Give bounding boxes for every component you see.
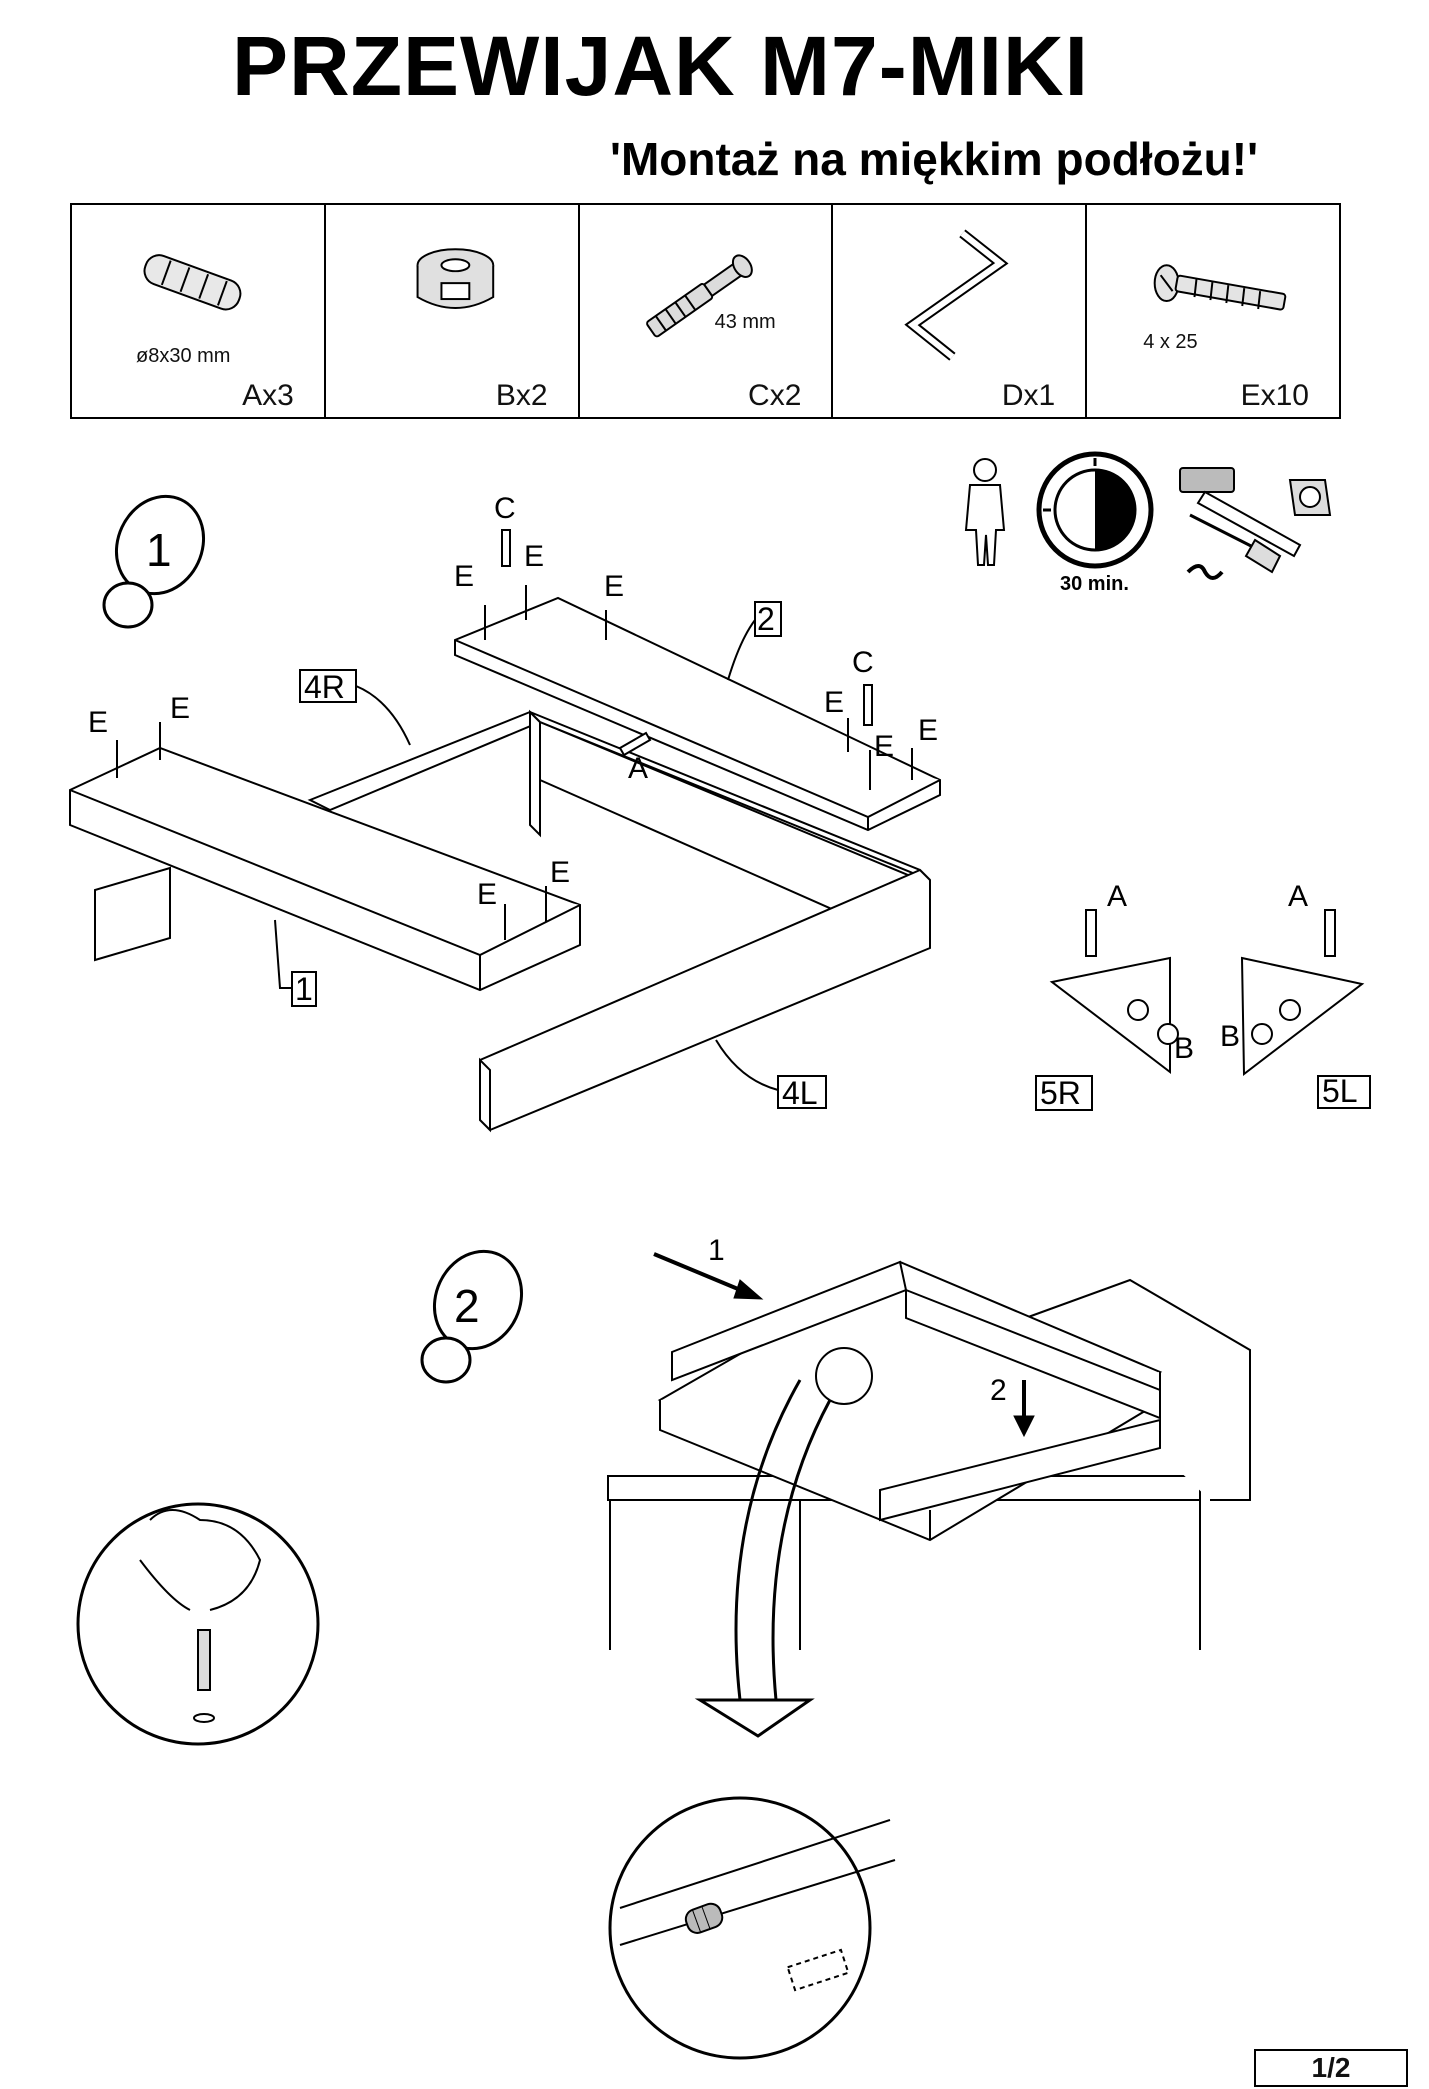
label-b-5r: B — [1174, 1032, 1194, 1065]
label-e-1: E — [88, 706, 108, 739]
label-e-10: E — [550, 856, 570, 889]
panel-label-1: 1 — [295, 971, 313, 1007]
step2-arrow-label-1: 1 — [708, 1234, 725, 1267]
panel-label-4r: 4R — [304, 669, 345, 705]
label-e-2: E — [170, 692, 190, 725]
dowel-icon — [143, 254, 242, 311]
cam-bolt-icon — [645, 254, 753, 338]
step1-labels: E E C E E E A C E E E E E — [88, 492, 938, 911]
part-cell-d: Dx1 — [833, 205, 1088, 417]
part-qty-e: Ex10 — [1240, 379, 1309, 412]
label-e-8: E — [918, 714, 938, 747]
label-a-5l: A — [1288, 880, 1308, 913]
tape-measure-icon — [1288, 479, 1332, 516]
step1-frame — [69, 596, 941, 1133]
panel-label-2: 2 — [757, 601, 775, 637]
label-e-4: E — [524, 540, 544, 573]
step1-corner-brackets — [1035, 909, 1371, 1111]
panel-label-5l: 5L — [1322, 1073, 1358, 1109]
part-dimension-c: 43 mm — [714, 311, 776, 333]
label-e-9: E — [477, 878, 497, 911]
step1-footprint: 1 — [102, 494, 206, 629]
page-number: 1/2 — [1254, 2049, 1408, 2087]
label-a-5r: A — [1107, 880, 1127, 913]
label-b-5l: B — [1220, 1020, 1240, 1053]
step1-panel-labels: 4R 2 1 4L — [274, 601, 827, 1111]
cam-lock-icon — [416, 248, 494, 310]
step2-number: 2 — [454, 1280, 480, 1332]
person-icon — [964, 458, 1006, 566]
step1-number: 1 — [146, 524, 172, 576]
part-cell-b: Bx2 — [326, 205, 580, 417]
label-a-1: A — [628, 752, 648, 785]
label-e-7: E — [874, 730, 894, 763]
part-dimension-a: ø8x30 mm — [136, 345, 231, 367]
part-cell-a: ø8x30 mm Ax3 — [72, 205, 326, 417]
part-qty-b: Bx2 — [495, 379, 548, 412]
tools-icon — [1179, 467, 1332, 580]
step2-detail-circle — [815, 1347, 873, 1405]
allen-key-icon — [904, 229, 1009, 361]
part-cell-e: 4 x 25 Ex10 — [1087, 205, 1339, 417]
screwdriver-icon — [1186, 513, 1282, 580]
assembly-time: 30 min. — [1060, 573, 1129, 595]
clock-icon — [1036, 451, 1154, 569]
step2-footprint: 2 — [420, 1249, 524, 1384]
label-e-3: E — [454, 560, 474, 593]
label-e-5: E — [604, 570, 624, 603]
part-qty-d: Dx1 — [1001, 379, 1056, 412]
label-c-1: C — [494, 492, 516, 525]
part-qty-c: Cx2 — [748, 379, 802, 412]
panel-label-5r: 5R — [1040, 1075, 1081, 1111]
step1-hardware — [116, 529, 913, 940]
hammer-icon — [1179, 467, 1302, 558]
page-subtitle: 'Montaż na miękkim podłożu!' — [610, 133, 1259, 185]
part-cell-c: 43 mm Cx2 — [580, 205, 834, 417]
step2-arrows — [653, 1252, 1035, 1738]
parts-table: ø8x30 mm Ax3 Bx2 43 — [70, 203, 1341, 419]
step2-detail-dowel — [608, 1796, 896, 2060]
page-title: PRZEWIJAK M7-MIKI — [232, 19, 1089, 113]
panel-label-4l: 4L — [782, 1075, 818, 1111]
step2-arrow-label-2: 2 — [990, 1374, 1007, 1407]
label-c-2: C — [852, 646, 874, 679]
part-dimension-e: 4 x 25 — [1143, 331, 1198, 353]
part-qty-a: Ax3 — [242, 379, 294, 412]
step2-changing-table — [607, 1260, 1251, 1650]
label-e-6: E — [824, 686, 844, 719]
screw-icon — [1153, 264, 1287, 311]
step2-detail-hand — [76, 1502, 320, 1746]
